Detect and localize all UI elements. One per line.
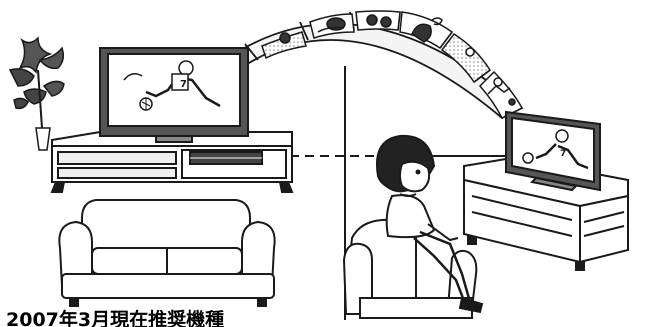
- left-tv-player-number: 7: [180, 79, 187, 90]
- caption-text: 2007年3月現在推奨機種: [6, 308, 224, 327]
- right-tv-player-number: 7: [560, 149, 566, 159]
- sofa: [59, 200, 274, 306]
- left-tv: [100, 48, 248, 142]
- strip-thumb-4: [356, 11, 400, 30]
- potted-plant: [10, 38, 64, 150]
